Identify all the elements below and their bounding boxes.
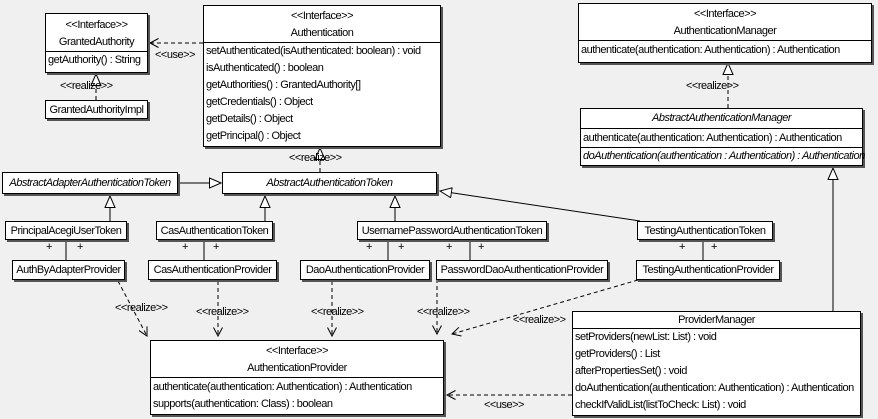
- realize-label: <<realize>>: [196, 306, 249, 318]
- method: setAuthenticated(isAuthenticated: boolea…: [206, 45, 421, 57]
- class-name: CasAuthenticationToken: [160, 224, 269, 237]
- class-abstract-adapter-authentication-token[interactable]: AbstractAdapterAuthenticationToken: [2, 172, 178, 194]
- class-abstract-authentication-manager[interactable]: AbstractAuthenticationManager authentica…: [580, 108, 865, 166]
- stereotype-label: <<Interface>>: [266, 345, 329, 357]
- class-auth-by-adapter-provider[interactable]: AuthByAdapterProvider: [12, 260, 125, 280]
- multiplicity-plus: +: [366, 241, 372, 253]
- class-dao-authentication-provider[interactable]: DaoAuthenticationProvider: [300, 260, 430, 280]
- multiplicity-plus: +: [679, 241, 685, 253]
- class-name: AbstractAdapterAuthenticationToken: [9, 177, 171, 189]
- multiplicity-plus: +: [478, 241, 484, 253]
- realize-auth-by-adapter-provider: [117, 280, 148, 337]
- multiplicity-plus: +: [446, 241, 452, 253]
- class-password-dao-authentication-provider[interactable]: PasswordDaoAuthenticationProvider: [436, 260, 608, 280]
- class-abstract-authentication-token[interactable]: AbstractAuthenticationToken: [222, 172, 437, 194]
- method: doAuthentication(authentication: Authent…: [575, 382, 854, 394]
- generalization-testing-token-to-abstract-token: [440, 191, 641, 222]
- class-name: AuthenticationProvider: [247, 362, 347, 374]
- method: isAuthenticated() : boolean: [206, 62, 324, 74]
- stereotype-label: <<Interface>>: [291, 10, 354, 22]
- class-principal-acegi-user-token[interactable]: PrincipalAcegiUserToken: [5, 221, 127, 240]
- class-name: CasAuthenticationProvider: [153, 264, 272, 276]
- method: authenticate(authentication: Authenticat…: [153, 381, 412, 393]
- class-name: ProviderManager: [678, 314, 755, 326]
- realize-label: <<realize>>: [513, 314, 566, 326]
- class-name: Authentication: [290, 27, 354, 39]
- realize-label: <<realize>>: [311, 306, 364, 318]
- method: afterPropertiesSet() : void: [575, 365, 687, 377]
- class-cas-authentication-token[interactable]: CasAuthenticationToken: [156, 221, 273, 240]
- realize-testing-authentication-provider: [450, 279, 639, 337]
- multiplicity-plus: +: [711, 241, 717, 253]
- class-provider-manager[interactable]: ProviderManager setProviders(newList: Li…: [572, 311, 861, 416]
- multiplicity-plus: +: [213, 241, 219, 253]
- class-name: AuthenticationManager: [673, 25, 777, 37]
- class-name: AuthByAdapterProvider: [16, 264, 121, 276]
- class-name: GrantedAuthority: [58, 36, 135, 48]
- class-authentication-provider[interactable]: <<Interface>> AuthenticationProvider aut…: [150, 340, 444, 415]
- class-name: DaoAuthenticationProvider: [305, 264, 425, 276]
- class-name: PasswordDaoAuthenticationProvider: [440, 264, 604, 276]
- class-username-password-authentication-token[interactable]: UsernamePasswordAuthenticationToken: [357, 221, 547, 240]
- multiplicity-plus: +: [182, 241, 188, 253]
- class-name: UsernamePasswordAuthenticationToken: [361, 224, 543, 237]
- use-label: <<use>>: [155, 49, 195, 61]
- class-testing-authentication-token[interactable]: TestingAuthenticationToken: [637, 221, 773, 240]
- realize-label: <<realize>>: [686, 80, 739, 92]
- class-authentication[interactable]: <<Interface>> Authentication setAuthenti…: [203, 5, 441, 147]
- method: setProviders(newList: List) : void: [575, 331, 717, 343]
- class-testing-authentication-provider[interactable]: TestingAuthenticationProvider: [636, 260, 780, 280]
- method: getPrincipal() : Object: [206, 130, 301, 142]
- class-cas-authentication-provider[interactable]: CasAuthenticationProvider: [148, 260, 277, 280]
- class-name: PrincipalAcegiUserToken: [10, 224, 122, 237]
- multiplicity-plus: +: [77, 241, 83, 253]
- class-authentication-manager[interactable]: <<Interface>> AuthenticationManager auth…: [578, 3, 872, 63]
- method: getDetails() : Object: [206, 113, 293, 125]
- method: supports(authentication: Class) : boolea…: [153, 398, 333, 410]
- method: checkIfValidList(listToCheck: List) : vo…: [575, 399, 746, 411]
- use-label: <<use>>: [484, 399, 524, 411]
- method: getAuthorities() : GrantedAuthority[]: [206, 79, 361, 91]
- method: authenticate(authentication: Authenticat…: [581, 44, 840, 56]
- realize-label: <<realize>>: [417, 306, 470, 318]
- multiplicity-plus: +: [398, 241, 404, 253]
- stereotype-label: <<Interface>>: [65, 19, 129, 31]
- multiplicity-plus: +: [46, 241, 52, 253]
- realize-label: <<realize>>: [60, 80, 113, 92]
- class-name: TestingAuthenticationToken: [644, 224, 766, 237]
- class-name: AbstractAuthenticationManager: [652, 112, 791, 124]
- method: getCredentials() : Object: [206, 96, 313, 108]
- method: getProviders() : List: [575, 348, 660, 360]
- class-name: AbstractAuthenticationToken: [266, 177, 393, 189]
- stereotype-label: <<Interface>>: [694, 8, 757, 20]
- method: getAuthority() : String: [48, 54, 141, 66]
- class-granted-authority-impl[interactable]: GrantedAuthorityImpl: [45, 100, 148, 119]
- class-name: GrantedAuthorityImpl: [49, 103, 144, 116]
- class-granted-authority[interactable]: <<Interface>> GrantedAuthority getAuthor…: [45, 13, 148, 73]
- method: doAuthentication(authentication : Authen…: [583, 150, 865, 162]
- class-name: TestingAuthenticationProvider: [642, 264, 774, 276]
- realize-label: <<realize>>: [115, 302, 168, 314]
- realize-label: <<realize>>: [289, 152, 342, 164]
- method: authenticate(authentication: Authenticat…: [581, 129, 862, 148]
